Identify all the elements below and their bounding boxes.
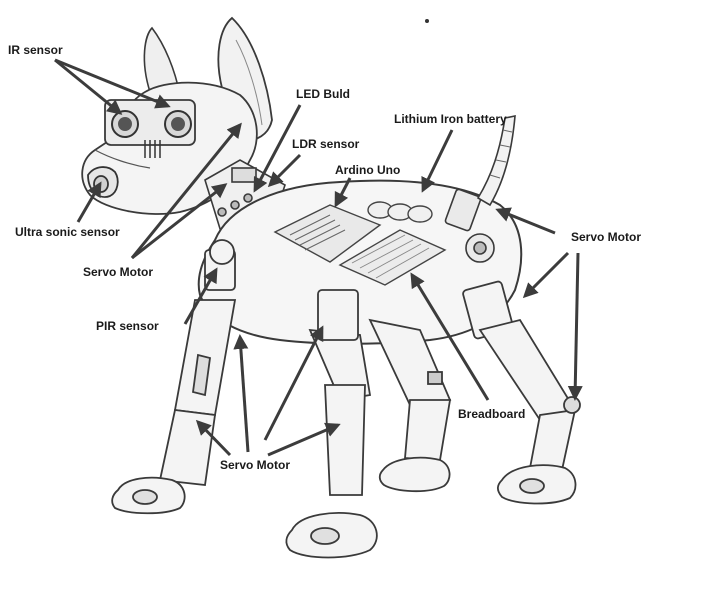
label-pir-sensor: PIR sensor — [96, 319, 159, 333]
rear-servo — [444, 188, 495, 263]
label-ir-sensor: IR sensor — [8, 43, 63, 57]
label-ultrasonic-sensor: Ultra sonic sensor — [15, 225, 120, 239]
label-ardino-uno: Ardino Uno — [335, 163, 401, 177]
label-lithium-battery: Lithium Iron battery — [394, 112, 507, 126]
label-servo-motor-legs: Servo Motor — [220, 458, 291, 472]
front-right-leg — [285, 289, 378, 559]
breadboard-shape — [338, 229, 447, 286]
tail — [476, 115, 516, 207]
label-breadboard: Breadboard — [458, 407, 526, 421]
label-servo-motor-neck: Servo Motor — [83, 265, 154, 279]
label-servo-motor-rear: Servo Motor — [571, 230, 642, 244]
battery-pack — [367, 201, 433, 223]
hind-left-leg — [368, 318, 452, 493]
front-left-leg — [111, 239, 237, 515]
ir-sensor-eyes — [111, 110, 192, 158]
left-ear — [143, 26, 181, 96]
label-led-buld: LED Buld — [296, 87, 350, 101]
hind-right-leg — [462, 280, 581, 505]
annotation-arrows — [54, 58, 583, 457]
arduino-board — [273, 204, 382, 263]
label-ldr-sensor: LDR sensor — [292, 137, 360, 151]
stray-dot — [425, 19, 429, 23]
